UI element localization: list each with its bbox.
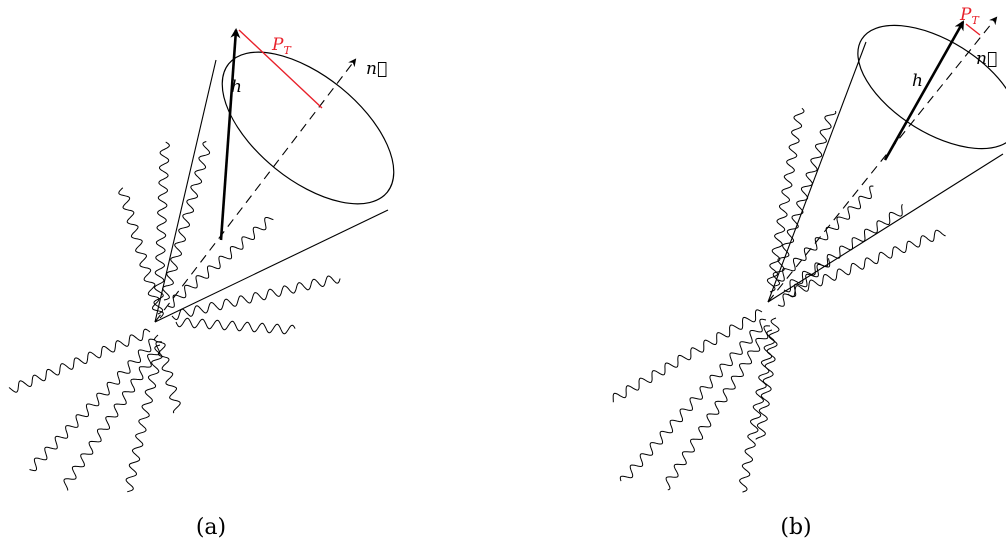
hadron-arrow (883, 20, 965, 161)
gluon-radiation-lines (612, 107, 946, 493)
gluon-wave (118, 187, 164, 319)
hadron-arrow (219, 28, 241, 241)
panel-caption: (b) (780, 515, 811, 540)
cone-base-ellipse (857, 24, 1006, 150)
hadron-label: h (231, 77, 242, 97)
cone-edge-left (154, 59, 217, 323)
gluon-wave (783, 204, 903, 293)
gluon-wave (612, 309, 763, 403)
hadron-label: h (912, 71, 923, 91)
gluon-wave (787, 229, 946, 298)
gluon-wave (125, 344, 163, 493)
gluon-wave (63, 341, 163, 491)
pt-label-main: P (271, 35, 284, 55)
gluon-wave (153, 334, 181, 414)
gluon-wave (772, 110, 837, 287)
cone-base-ellipse (221, 51, 395, 205)
pt-label: PT (959, 5, 980, 27)
gluon-wave (766, 107, 805, 293)
gluon-wave (739, 329, 775, 493)
pt-label-sub: T (283, 44, 292, 57)
pt-label-main: P (959, 5, 972, 25)
gluon-wave (777, 185, 874, 282)
gluon-wave (162, 141, 211, 301)
gluon-wave (755, 317, 780, 440)
jet-axis-n (154, 58, 357, 323)
panel-caption: (a) (196, 515, 226, 540)
pt-segment (965, 23, 981, 36)
cone (767, 24, 1006, 303)
pt-label-sub: T (971, 14, 980, 27)
gluon-wave (665, 325, 771, 491)
gluon-wave (175, 317, 296, 335)
cone-edge-right (154, 209, 389, 323)
gluon-wave (8, 328, 151, 393)
jet-axis-n (767, 16, 998, 303)
cone-edge-left (767, 41, 867, 303)
gluon-wave (29, 338, 156, 472)
gluon-wave (777, 258, 831, 307)
panel-a: h PT n⃗ (a) (8, 28, 395, 540)
gluon-wave (153, 141, 170, 315)
pt-segment (238, 29, 323, 109)
panel-b: h PT n⃗ (b) (612, 5, 1006, 540)
gluon-wave (619, 318, 767, 482)
axis-label: n⃗ (976, 49, 997, 69)
gluon-wave (171, 275, 341, 321)
cone-edge-right (767, 153, 1004, 303)
gluon-radiation-lines (8, 141, 341, 493)
gluon-wave (167, 217, 274, 308)
pt-label: PT (271, 35, 292, 57)
axis-label: n⃗ (366, 59, 387, 79)
cone (154, 51, 395, 323)
